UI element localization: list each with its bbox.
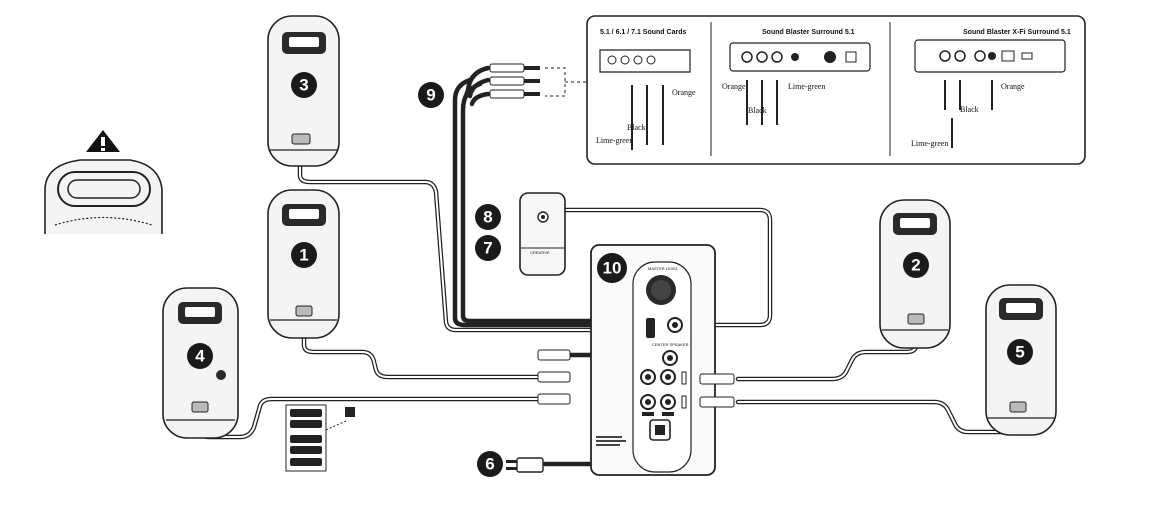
- panel2-label-orange: Orange: [722, 82, 746, 91]
- panel1-label-orange: Orange: [672, 88, 696, 97]
- callout-1: 1: [291, 242, 317, 268]
- panel1-title: 5.1 / 6.1 / 7.1 Sound Cards: [600, 29, 686, 36]
- callout-10: 10: [597, 253, 627, 283]
- svg-text:8: 8: [483, 208, 492, 227]
- svg-text:7: 7: [483, 239, 492, 258]
- panel1-label-limegreen: Lime-green: [596, 136, 633, 145]
- panel2-label-black: Black: [748, 106, 767, 115]
- panel3-label-orange: Orange: [1001, 82, 1025, 91]
- callout-6: 6: [477, 451, 503, 477]
- panel2-label-limegreen: Lime-green: [788, 82, 825, 91]
- svg-text:9: 9: [426, 86, 435, 105]
- power-plug: [506, 457, 544, 473]
- subwoofer: MASTER LEVEL CENTER SPEAKER: [590, 244, 716, 476]
- remote-detail: [285, 404, 355, 472]
- panel3-label-black: Black: [960, 105, 979, 114]
- svg-text:1: 1: [299, 246, 308, 265]
- svg-text:5: 5: [1015, 343, 1024, 362]
- callout-8: 8: [475, 204, 501, 230]
- sound-card-panel: 5.1 / 6.1 / 7.1 Sound Cards Orange Black…: [586, 15, 1086, 165]
- panel3-label-limegreen: Lime-green: [911, 139, 948, 148]
- callout-3: 3: [291, 72, 317, 98]
- center-speaker-label: CENTER SPEAKER: [652, 342, 689, 347]
- warning-detail: [44, 130, 163, 234]
- callout-7: 7: [475, 235, 501, 261]
- rca-plugs: [537, 349, 735, 409]
- svg-text:2: 2: [911, 256, 920, 275]
- pod-brand: CREATIVE: [530, 250, 550, 255]
- svg-text:3: 3: [299, 76, 308, 95]
- control-pod: CREATIVE: [519, 192, 566, 276]
- callout-9: 9: [418, 82, 444, 108]
- master-level-label: MASTER LEVEL: [648, 266, 679, 271]
- callout-4: 4: [187, 343, 213, 369]
- svg-text:4: 4: [195, 347, 205, 366]
- panel2-title: Sound Blaster Surround 5.1: [762, 29, 855, 36]
- sound-card-connectors: [489, 63, 590, 99]
- callout-5: 5: [1007, 339, 1033, 365]
- svg-text:10: 10: [603, 259, 622, 278]
- panel1-label-black: Black: [627, 123, 646, 132]
- callout-2: 2: [903, 252, 929, 278]
- svg-text:6: 6: [485, 455, 494, 474]
- panel3-title: Sound Blaster X-Fi Surround 5.1: [963, 29, 1071, 36]
